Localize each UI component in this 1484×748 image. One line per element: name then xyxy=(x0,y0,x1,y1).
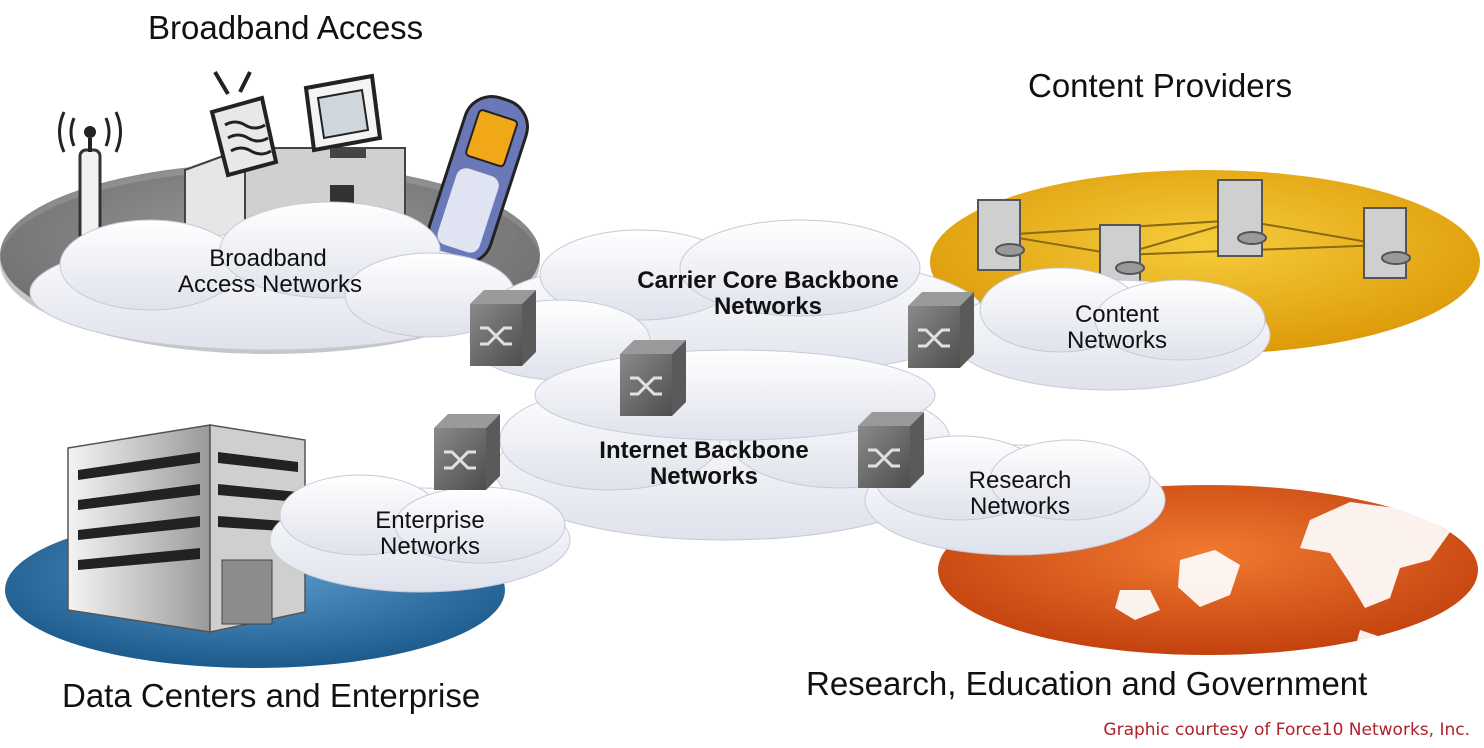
router-icon xyxy=(858,412,924,488)
broadband-networks-line1: Broadband xyxy=(209,245,327,272)
data-centers-title: Data Centers and Enterprise xyxy=(62,677,481,714)
router-icon xyxy=(620,340,686,416)
research-title: Research, Education and Government xyxy=(806,665,1368,702)
phone-icon xyxy=(427,95,529,265)
world-map-icon xyxy=(1115,502,1450,654)
broadband-access-title: Broadband Access xyxy=(148,9,424,46)
router-icon xyxy=(908,292,974,368)
graphic-credit: Graphic courtesy of Force10 Networks, In… xyxy=(1103,720,1470,740)
broadband-cloud xyxy=(29,201,516,351)
internet-backbone-line2: Networks xyxy=(649,463,759,491)
content-networks-label: Content Networks xyxy=(1052,301,1182,355)
content-networks-line2: Networks xyxy=(1066,327,1168,355)
research-networks-line2: Networks xyxy=(969,493,1071,521)
office-building-icon xyxy=(67,424,306,633)
carrier-backbone-label: Carrier Core Backbone Networks xyxy=(628,267,908,321)
content-cloud xyxy=(949,267,1271,391)
enterprise-networks-line2: Networks xyxy=(379,533,481,561)
server-icon xyxy=(977,179,1411,288)
enterprise-cloud xyxy=(269,474,571,593)
carrier-backbone-line1: Carrier Core Backbone xyxy=(637,267,899,294)
internet-backbone-label: Internet Backbone Networks xyxy=(570,437,838,491)
tv-icon xyxy=(209,70,279,178)
content-networks-line1: Content xyxy=(1074,301,1160,328)
broadband-networks-label: Broadband Access Networks xyxy=(178,245,363,299)
carrier-backbone-line2: Networks xyxy=(713,293,823,321)
research-networks-label: Research Networks xyxy=(950,467,1090,521)
broadband-networks-line2: Access Networks xyxy=(178,271,363,299)
enterprise-networks-line1: Enterprise xyxy=(375,507,485,534)
research-networks-line1: Research xyxy=(968,467,1072,494)
router-icon xyxy=(434,414,500,490)
computer-icon xyxy=(303,73,383,158)
router-icon xyxy=(470,290,536,366)
content-providers-title: Content Providers xyxy=(1028,67,1293,104)
internet-backbone-line1: Internet Backbone xyxy=(599,437,809,464)
enterprise-networks-label: Enterprise Networks xyxy=(360,507,500,561)
